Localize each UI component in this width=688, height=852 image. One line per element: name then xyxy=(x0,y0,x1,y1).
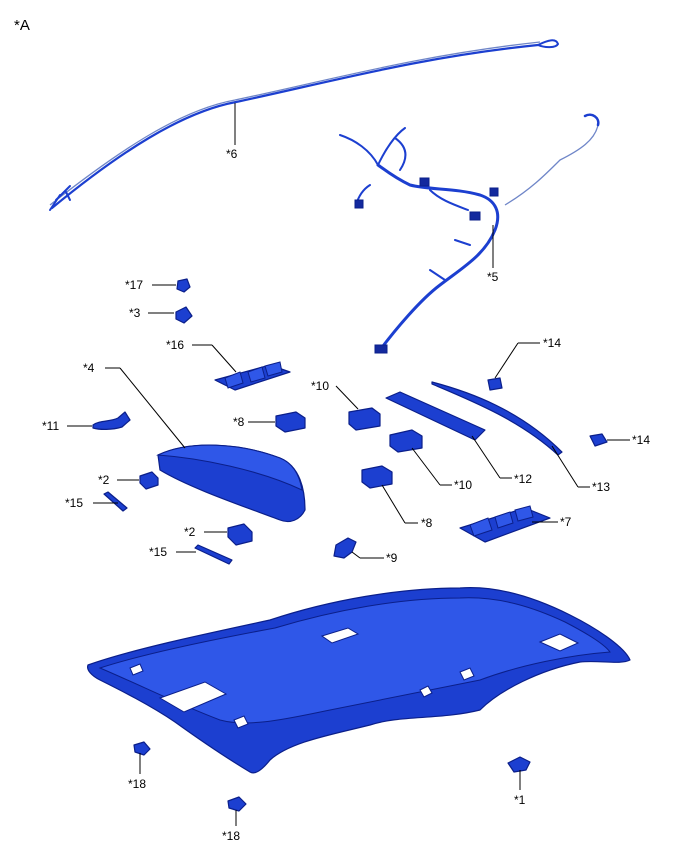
callout-18-left: *18 xyxy=(128,777,146,791)
callout-5: *5 xyxy=(487,270,499,284)
part-9 xyxy=(333,537,357,559)
callout-15-upper: *15 xyxy=(65,496,83,510)
callout-2-upper: *2 xyxy=(98,473,110,487)
part-2-upper xyxy=(139,471,159,490)
part-17 xyxy=(176,278,191,293)
callout-4: *4 xyxy=(83,361,95,375)
callout-15-lower: *15 xyxy=(149,545,167,559)
callout-8-lower: *8 xyxy=(421,516,433,530)
part-18-bottom xyxy=(227,796,247,812)
part-14-upper xyxy=(487,377,503,391)
callout-8-upper: *8 xyxy=(233,415,245,429)
callout-1: *1 xyxy=(514,793,526,807)
callout-16: *16 xyxy=(166,338,184,352)
part-18-left xyxy=(133,741,151,756)
part-15-upper xyxy=(103,491,128,512)
part-6-wire-harness xyxy=(49,39,559,211)
callout-3: *3 xyxy=(129,306,141,320)
callout-9: *9 xyxy=(386,551,398,565)
part-15-lower xyxy=(194,544,233,565)
part-3 xyxy=(175,306,193,324)
part-10-upper xyxy=(348,407,381,431)
callout-18-bottom: *18 xyxy=(222,829,240,843)
part-16-bracket xyxy=(214,361,291,391)
callout-10-upper: *10 xyxy=(311,379,329,393)
part-8-lower xyxy=(361,465,393,489)
view-label: *A xyxy=(14,17,30,34)
callout-13: *13 xyxy=(592,480,610,494)
part-8-upper xyxy=(275,411,306,433)
callout-17: *17 xyxy=(125,278,143,292)
part-11 xyxy=(92,411,131,430)
callout-12: *12 xyxy=(514,472,532,486)
part-14-right xyxy=(589,433,608,447)
part-4-panel xyxy=(156,444,306,523)
part-12-strip xyxy=(385,391,486,441)
callout-14-right: *14 xyxy=(632,433,650,447)
callout-10-lower: *10 xyxy=(454,478,472,492)
callout-2-lower: *2 xyxy=(184,525,196,539)
callout-11: *11 xyxy=(42,419,59,433)
part-headliner xyxy=(87,587,631,774)
part-10-lower xyxy=(389,429,423,453)
part-7-bracket xyxy=(459,505,551,543)
part-1 xyxy=(507,756,531,773)
part-2-lower xyxy=(227,523,253,546)
callout-14-upper: *14 xyxy=(543,336,561,350)
callout-7: *7 xyxy=(560,515,572,529)
part-5-roof-wire-harness xyxy=(339,113,600,354)
callout-6: *6 xyxy=(226,147,238,161)
